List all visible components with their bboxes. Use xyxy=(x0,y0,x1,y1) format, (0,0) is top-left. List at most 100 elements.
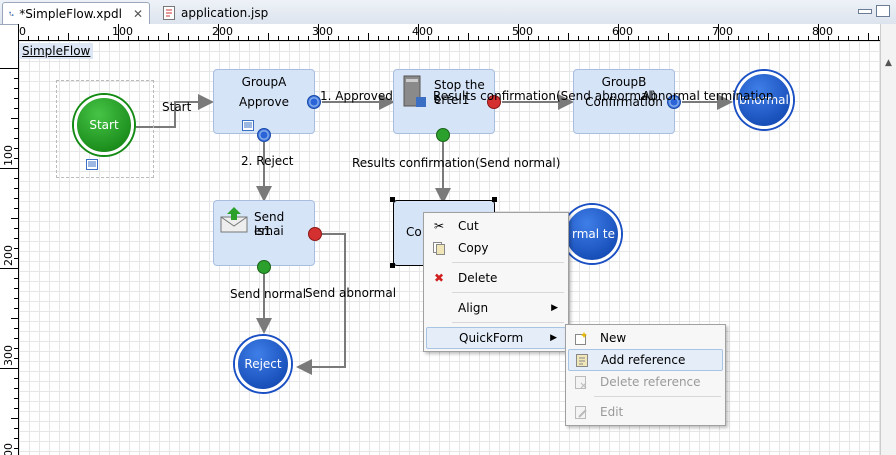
vertical-scrollbar[interactable]: ▲ xyxy=(880,24,896,455)
reject-end-event[interactable]: Reject xyxy=(235,336,291,392)
task-groupb-confirmation[interactable]: GroupB Confirmation xyxy=(573,69,675,134)
task-label: Approve xyxy=(239,95,289,109)
start-label: Start xyxy=(89,118,119,132)
flow-name-label: SimpleFlow xyxy=(19,43,94,59)
menu-item-label: Add reference xyxy=(601,353,686,367)
error-port-icon[interactable] xyxy=(487,95,501,109)
delete-icon: ✖ xyxy=(433,271,445,285)
edge-label: Results confirmation(Send normal) xyxy=(352,156,561,170)
menu-item-add-reference[interactable]: Add reference xyxy=(568,349,723,371)
task-stop-service[interactable]: Stop the s ertel1 xyxy=(393,69,495,134)
task-send-emails[interactable]: Send emai ls1 xyxy=(213,200,315,266)
menu-separator xyxy=(452,262,564,263)
success-port-icon[interactable] xyxy=(436,128,450,142)
ruler-label: 400 xyxy=(412,25,433,38)
ruler-label: 200 xyxy=(212,25,233,38)
menu-separator xyxy=(452,292,564,293)
connectors xyxy=(136,94,733,375)
horizontal-ruler: 0 100 200 300 400 500 600 700 800 xyxy=(18,24,880,41)
jsp-file-icon xyxy=(163,6,175,20)
menu-item-copy[interactable]: Copy xyxy=(426,237,566,259)
ruler-label: 600 xyxy=(612,25,633,38)
submenu-arrow-icon: ▶ xyxy=(551,303,558,313)
task-label: Confirmation xyxy=(585,95,663,109)
out-port-icon[interactable] xyxy=(307,95,321,109)
edge-label: Abnormal termination xyxy=(642,89,774,103)
task-label-2: ertel1 xyxy=(434,93,470,107)
menu-item-label: Align xyxy=(458,301,489,315)
resize-handle[interactable] xyxy=(390,197,395,202)
success-port-icon[interactable] xyxy=(257,260,271,274)
menu-separator xyxy=(452,322,564,323)
end-label: bnormal xyxy=(739,93,789,107)
out-port-icon[interactable] xyxy=(667,95,681,109)
ruler-label: 700 xyxy=(712,25,733,38)
menu-item-label: Edit xyxy=(600,405,624,419)
delete-reference-icon xyxy=(574,375,588,389)
add-reference-icon xyxy=(575,353,589,367)
menu-item-delete[interactable]: ✖ Delete xyxy=(426,267,566,289)
tab-simpleflow[interactable]: *SimpleFlow.xpdl ✕ xyxy=(2,2,150,24)
error-port-icon[interactable] xyxy=(308,227,322,241)
tab-label: *SimpleFlow.xpdl xyxy=(19,6,122,21)
edge-label: Results confirmation(Send abnormal) xyxy=(433,89,657,103)
close-icon[interactable]: ✕ xyxy=(132,6,143,21)
scissors-icon: ✂ xyxy=(433,219,445,233)
end-label: rmal te xyxy=(571,227,615,241)
edge-label: Send abnormal xyxy=(305,286,397,300)
minimize-button[interactable] xyxy=(858,9,872,14)
out-port-icon[interactable] xyxy=(257,128,271,142)
menu-item-label: Cut xyxy=(458,219,479,233)
start-lane xyxy=(56,80,154,178)
start-event[interactable]: Start xyxy=(74,95,134,155)
form-icon xyxy=(242,120,254,131)
task-label: Stop the s xyxy=(434,78,485,106)
scroll-up-icon[interactable]: ▲ xyxy=(885,58,892,68)
menu-item-label: Delete reference xyxy=(600,375,701,389)
edit-icon xyxy=(574,405,588,419)
menu-separator xyxy=(594,396,721,397)
edge-label: 2. Reject xyxy=(241,154,294,168)
quickform-submenu: New Add reference Delete reference Edit xyxy=(565,324,726,426)
task-lane-label: GroupA xyxy=(241,75,287,89)
copy-icon xyxy=(432,241,446,255)
edge-send-abnormal xyxy=(296,233,346,375)
ruler-label: 0 xyxy=(19,25,26,38)
diagram-canvas[interactable]: 0 100 200 300 400 500 600 700 800 100 20… xyxy=(0,24,896,455)
form-icon xyxy=(86,159,98,170)
menu-item-delete-reference[interactable]: Delete reference xyxy=(568,371,723,393)
server-icon xyxy=(403,75,426,107)
menu-item-label: Delete xyxy=(458,271,498,285)
menu-item-align[interactable]: Align ▶ xyxy=(426,297,566,319)
resize-handle[interactable] xyxy=(492,197,497,202)
edge-label: 1. Approved xyxy=(320,89,393,103)
menu-item-label: QuickForm xyxy=(459,331,524,345)
ruler-label: 500 xyxy=(512,25,533,38)
edge-start xyxy=(136,94,214,128)
new-form-icon xyxy=(574,331,588,345)
tab-application-jsp[interactable]: application.jsp xyxy=(156,2,296,24)
menu-item-quickform[interactable]: QuickForm ▶ xyxy=(426,327,566,349)
task-label: Send emai xyxy=(254,210,285,238)
vertical-ruler: 100 200 300 400 xyxy=(0,40,19,455)
task-label-2: ls1 xyxy=(254,224,272,238)
menu-item-edit[interactable]: Edit xyxy=(568,401,723,423)
tab-label: application.jsp xyxy=(181,6,269,20)
ruler-label: 300 xyxy=(312,25,333,38)
task-groupa-approve[interactable]: GroupA Approve xyxy=(213,69,315,134)
context-menu: ✂ Cut Copy ✖ Delete Align ▶ QuickForm ▶ xyxy=(423,212,569,352)
ruler-label: 100 xyxy=(112,25,133,38)
end-label: Reject xyxy=(244,357,282,371)
menu-item-new[interactable]: New xyxy=(568,327,723,349)
menu-item-cut[interactable]: ✂ Cut xyxy=(426,215,566,237)
normal-end-event[interactable]: rmal te xyxy=(563,205,621,263)
email-icon xyxy=(220,207,248,233)
abnormal-end-event[interactable]: bnormal xyxy=(735,71,793,129)
edge-label: Send normal xyxy=(230,287,307,301)
maximize-button[interactable] xyxy=(876,5,890,17)
resize-handle[interactable] xyxy=(390,263,395,268)
ruler-label: 800 xyxy=(812,25,833,38)
editor-tabbar: *SimpleFlow.xpdl ✕ application.jsp xyxy=(0,0,896,25)
submenu-arrow-icon: ▶ xyxy=(550,333,557,343)
menu-item-label: Copy xyxy=(458,241,489,255)
